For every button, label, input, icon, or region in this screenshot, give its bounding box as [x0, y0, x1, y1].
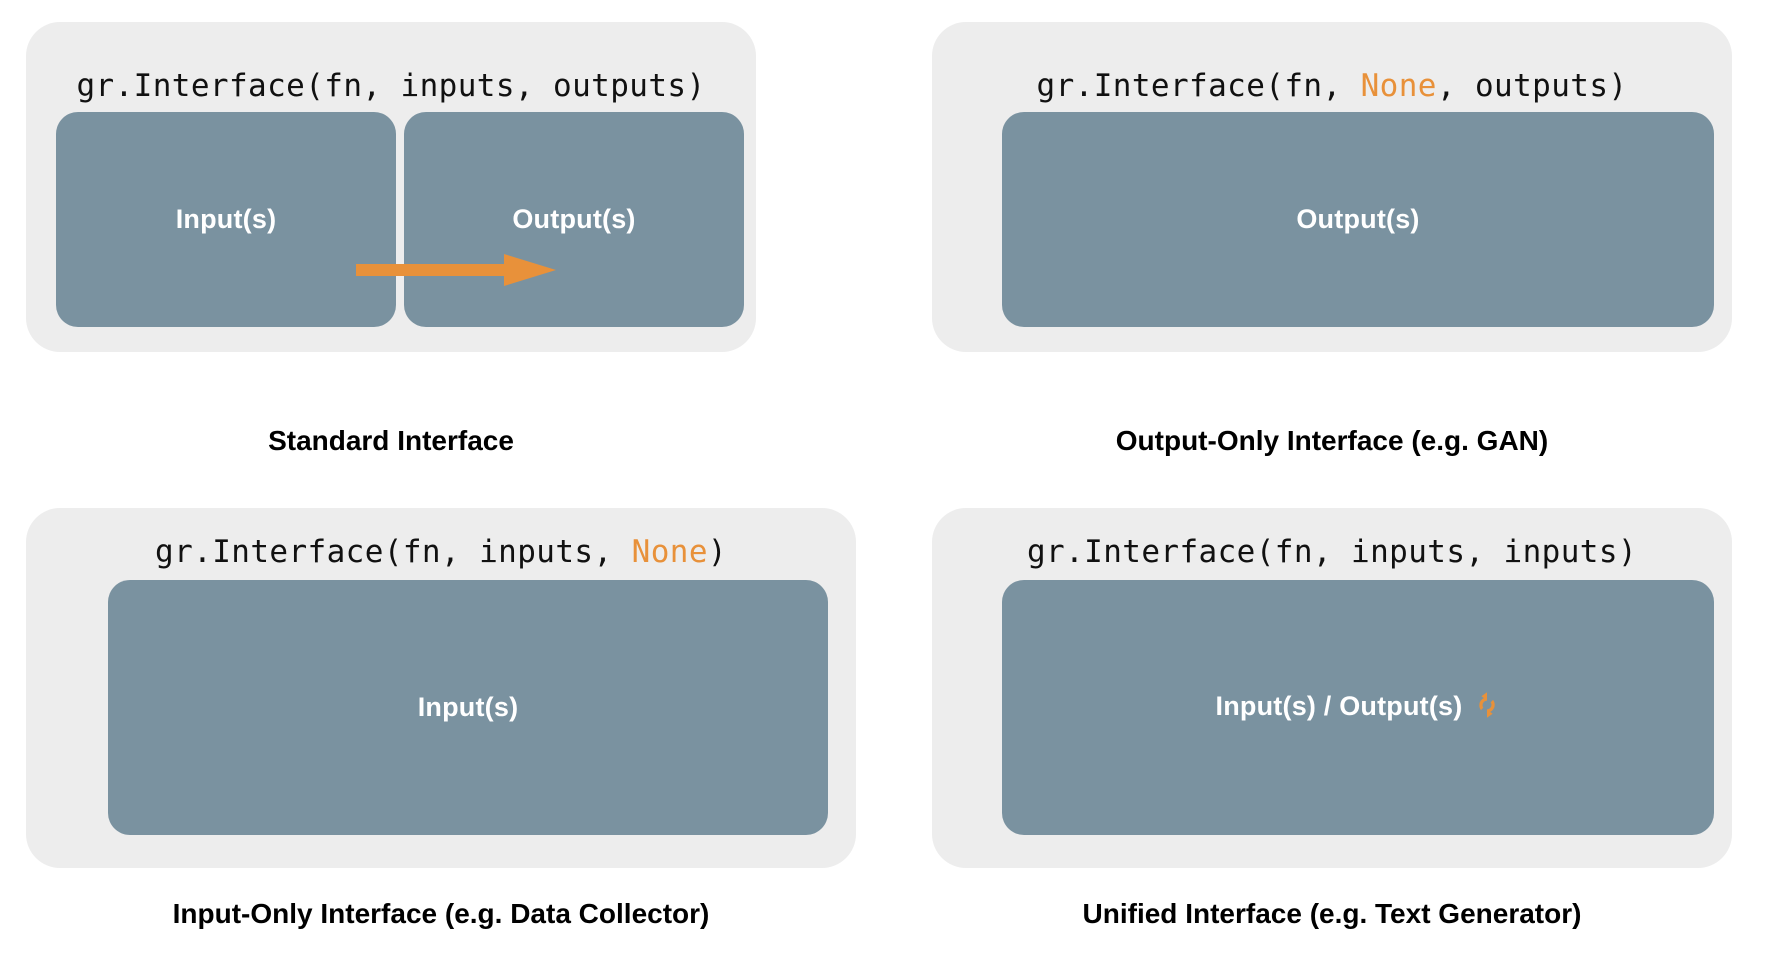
- box-label-unified: Input(s) / Output(s): [1216, 691, 1501, 725]
- code-text-unified: gr.Interface(fn, inputs, inputs): [1026, 534, 1638, 570]
- code-text-standard: gr.Interface(fn, inputs, outputs): [76, 68, 706, 104]
- box-label-unified-text: Input(s) / Output(s): [1215, 690, 1463, 721]
- caption-output-only-interface: Output-Only Interface (e.g. GAN): [1115, 425, 1549, 456]
- code-label-output-only: gr.Interface(fn, None, outputs): [932, 68, 1732, 104]
- caption-standard-interface: Standard Interface: [268, 425, 514, 456]
- box-label-outputs: Output(s): [1296, 204, 1420, 234]
- box-label-outputs: Output(s): [512, 204, 636, 234]
- box-output-only: Output(s): [1002, 112, 1714, 327]
- code-label-unified: gr.Interface(fn, inputs, inputs): [932, 534, 1732, 570]
- panel-standard-interface: gr.Interface(fn, inputs, outputs) Input(…: [26, 22, 756, 352]
- panel-unified-interface: gr.Interface(fn, inputs, inputs) Input(s…: [932, 508, 1732, 868]
- sync-refresh-icon: [1474, 691, 1500, 725]
- box-label-inputs: Input(s): [417, 692, 519, 722]
- code-text-prefix: gr.Interface(fn, inputs,: [155, 534, 632, 570]
- box-unified-io: Input(s) / Output(s): [1002, 580, 1714, 835]
- code-label-input-only: gr.Interface(fn, inputs, None): [26, 534, 856, 570]
- code-text-prefix: gr.Interface(fn,: [1036, 68, 1361, 104]
- box-label-inputs: Input(s): [175, 204, 277, 234]
- panel-output-only-interface: gr.Interface(fn, None, outputs) Output(s…: [932, 22, 1732, 352]
- code-keyword-none: None: [631, 534, 708, 570]
- code-text-suffix: ): [707, 534, 727, 570]
- panel-input-only-interface: gr.Interface(fn, inputs, None) Input(s): [26, 508, 856, 868]
- caption-input-only-interface: Input-Only Interface (e.g. Data Collecto…: [172, 898, 710, 929]
- code-text-suffix: , outputs): [1436, 68, 1628, 104]
- box-standard-outputs: Output(s): [404, 112, 744, 327]
- box-input-only: Input(s): [108, 580, 828, 835]
- code-keyword-none: None: [1360, 68, 1437, 104]
- caption-unified-interface: Unified Interface (e.g. Text Generator): [1082, 898, 1582, 929]
- code-label-standard: gr.Interface(fn, inputs, outputs): [26, 68, 756, 104]
- box-standard-inputs: Input(s): [56, 112, 396, 327]
